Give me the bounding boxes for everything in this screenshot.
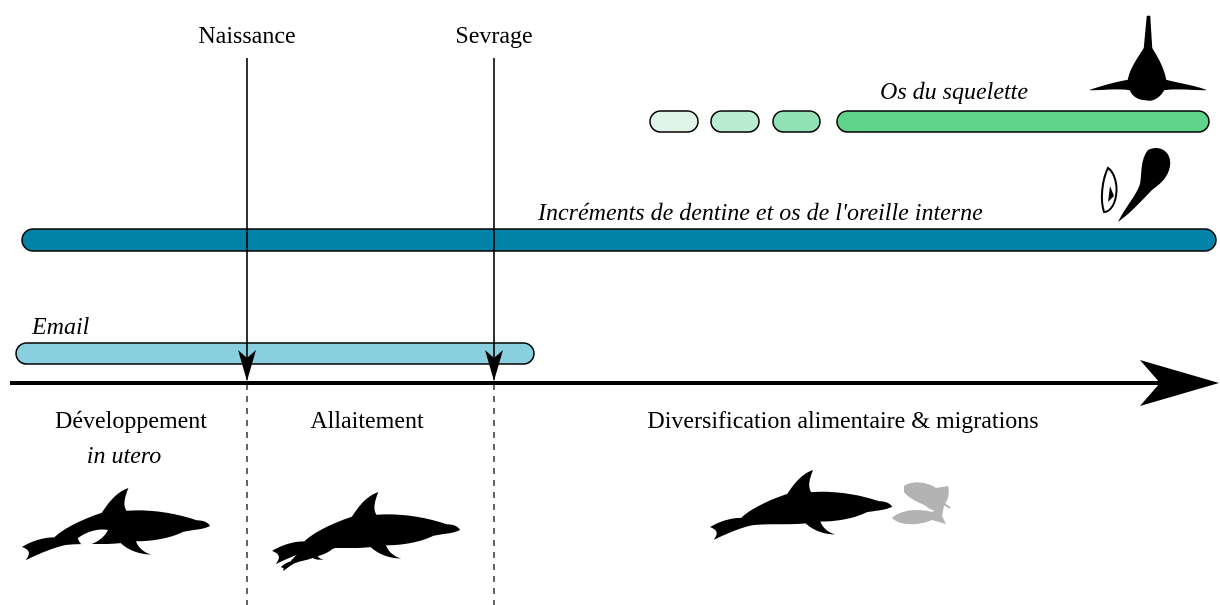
dentine-bar — [21, 228, 1217, 252]
phase-diversification-label: Diversification alimentaire & migrations — [647, 408, 1038, 434]
bone-label: Os du squelette — [880, 79, 1028, 105]
bone-pill-2 — [710, 110, 760, 133]
vertebra-icon — [1089, 15, 1207, 101]
bone-bar — [836, 110, 1210, 133]
pregnant-dolphin-icon — [22, 488, 211, 561]
enamel-label: Email — [31, 314, 90, 340]
tooth-and-ear-bone-icon — [1100, 147, 1171, 222]
bone-pill-1 — [649, 110, 699, 133]
phase-in-utero-label-1: Développement — [55, 408, 207, 434]
birth-arrowhead — [238, 350, 256, 381]
phase-lactation-label: Allaitement — [310, 408, 424, 434]
timeline-arrowhead — [1140, 360, 1219, 406]
dolphin-with-calf-icon — [272, 492, 461, 572]
dolphin-icon — [710, 470, 893, 540]
birth-label: Naissance — [198, 23, 295, 49]
squid-and-fish-icon — [892, 482, 951, 525]
weaning-label: Sevrage — [455, 23, 532, 49]
bone-pill-3 — [772, 110, 821, 133]
enamel-bar — [15, 342, 535, 365]
dentine-label: Incréments de dentine et os de l'oreille… — [537, 200, 983, 226]
phase-in-utero-label-2: in utero — [87, 443, 161, 469]
weaning-arrowhead — [485, 350, 503, 381]
